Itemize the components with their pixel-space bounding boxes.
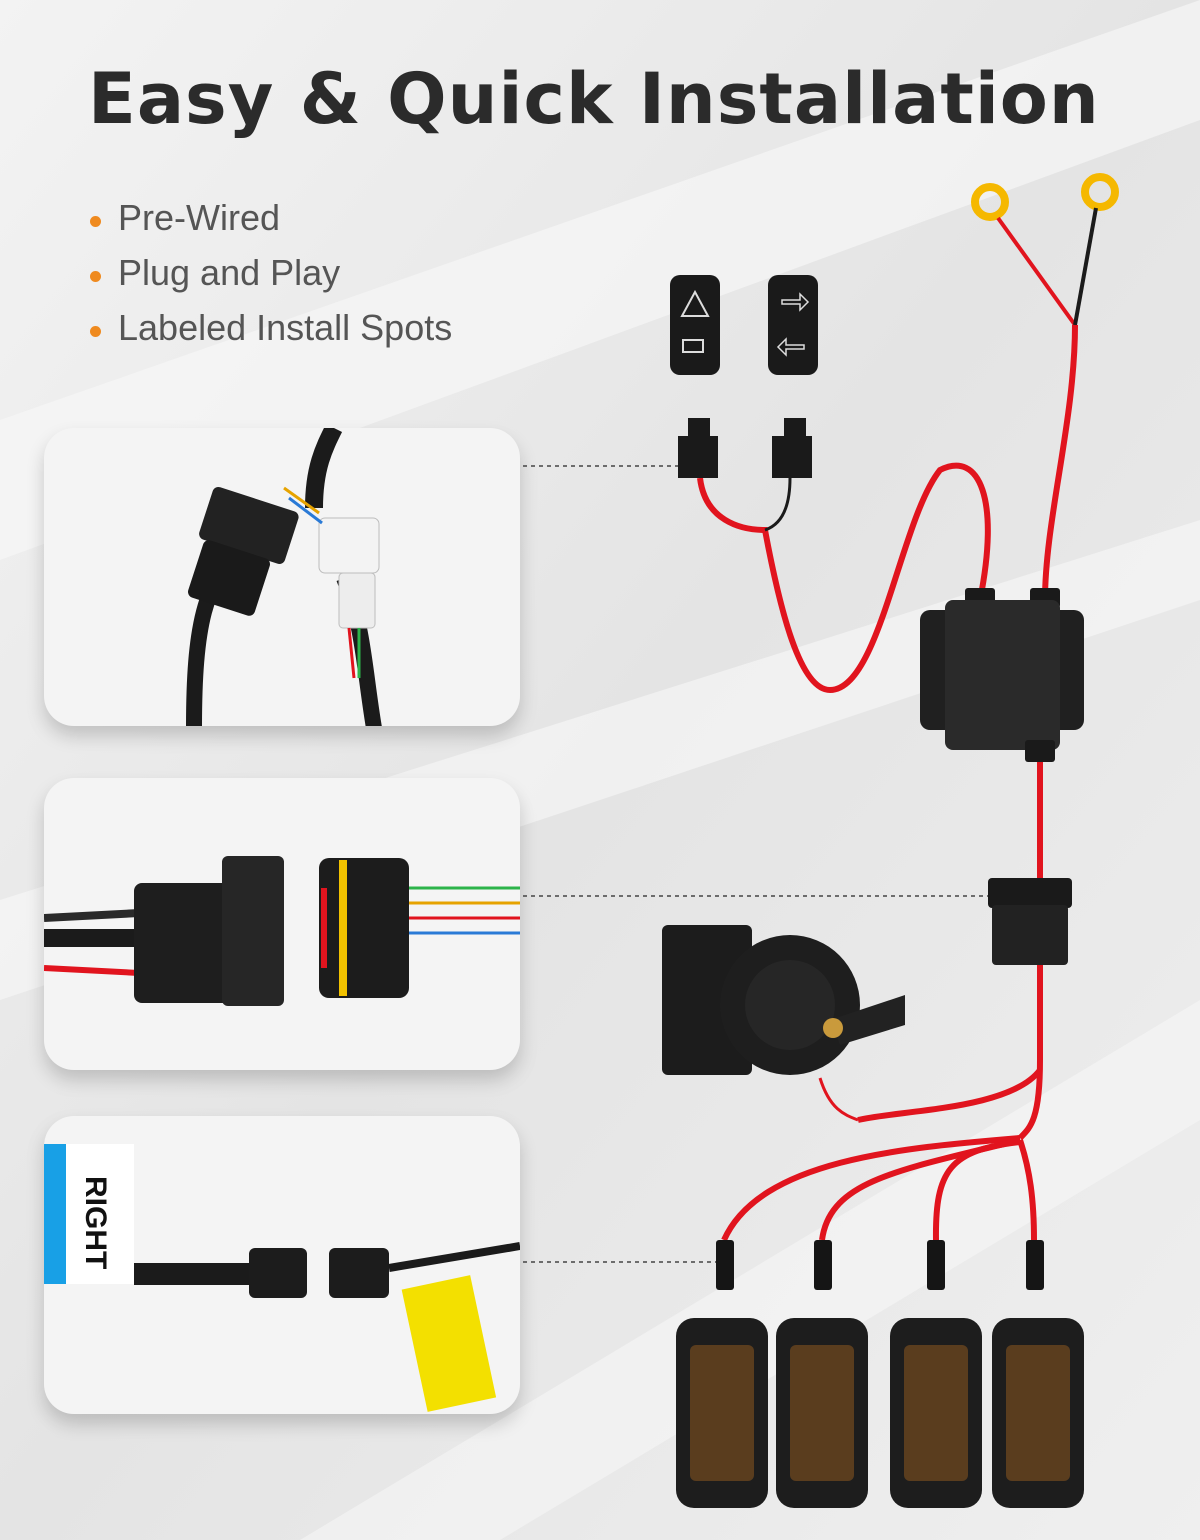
pin-connector-image bbox=[186, 428, 382, 726]
right-label: RIGHT bbox=[79, 1176, 112, 1269]
page-title: Easy & Quick Installation bbox=[88, 58, 1100, 140]
labeled-connector-image: RIGHT bbox=[44, 1144, 520, 1412]
led-pod-light-icon bbox=[676, 1318, 1084, 1508]
inline-connector-icon bbox=[988, 878, 1072, 965]
turn-signal-switch-icon bbox=[768, 275, 818, 375]
bullet-icon bbox=[90, 216, 101, 227]
horn-icon bbox=[662, 925, 905, 1075]
connector-closeup-panel-2 bbox=[44, 778, 520, 1070]
feature-item: Labeled Install Spots bbox=[90, 306, 452, 361]
ring-terminal-icon bbox=[971, 173, 1119, 221]
control-box-icon bbox=[920, 588, 1084, 762]
feature-label: Labeled Install Spots bbox=[118, 307, 453, 348]
connector-closeup-panel-3: RIGHT bbox=[44, 1116, 520, 1414]
connector-closeup-panel-1 bbox=[44, 428, 520, 726]
feature-list: Pre-Wired Plug and Play Labeled Install … bbox=[90, 196, 452, 361]
waterproof-plug-image bbox=[44, 856, 520, 1006]
feature-label: Pre-Wired bbox=[118, 197, 281, 238]
switch-connector-icon bbox=[678, 418, 812, 478]
feature-label: Plug and Play bbox=[118, 252, 341, 293]
bullet-icon bbox=[90, 271, 101, 282]
feature-item: Plug and Play bbox=[90, 251, 452, 306]
bullet-icon bbox=[90, 326, 101, 337]
inline-fuse-icon bbox=[716, 1240, 1044, 1290]
hazard-horn-switch-icon bbox=[670, 275, 720, 375]
feature-item: Pre-Wired bbox=[90, 196, 452, 251]
